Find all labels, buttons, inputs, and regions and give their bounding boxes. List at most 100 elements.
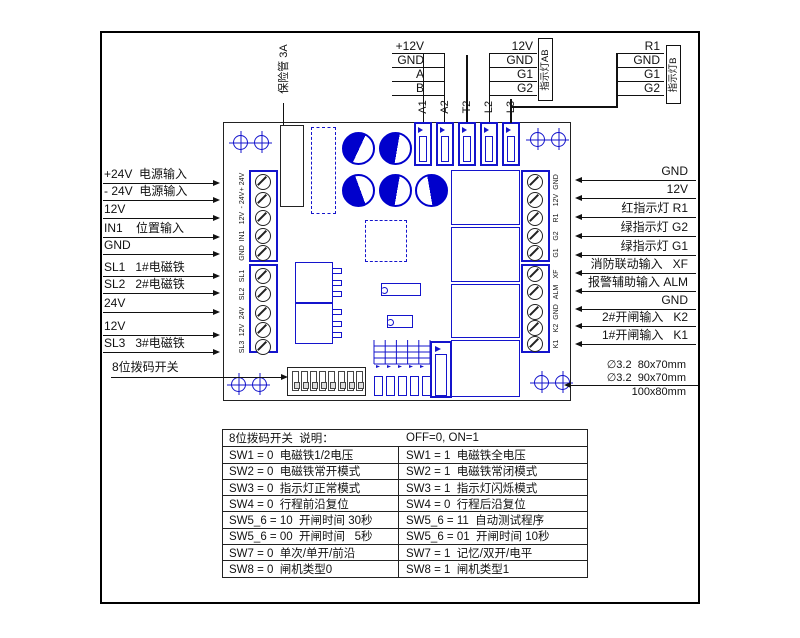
heatsink-tab xyxy=(332,291,342,297)
pointer-line xyxy=(103,215,220,221)
table-row: SW7 = 0 单次/单开/前沿 SW7 = 1 记忆/双开/电平 xyxy=(223,544,587,561)
fuse-holder-outline xyxy=(311,127,336,214)
port-a-pin: GND xyxy=(397,53,424,67)
left-label: 24V xyxy=(104,296,126,310)
table-row: SW2 = 0 电磁铁常开模式 SW2 = 1 电磁铁常闭模式 xyxy=(223,462,587,479)
dimension-leader-line xyxy=(564,382,698,388)
left-label: 12V xyxy=(104,202,126,216)
dimension-label: ∅3.2 90x70mm xyxy=(606,372,686,384)
wire-line xyxy=(444,53,445,122)
terminal-screw xyxy=(255,245,271,261)
wire-line xyxy=(392,95,445,96)
heatsink-tab xyxy=(332,332,342,338)
right-label: GND xyxy=(661,293,688,307)
mounting-hole xyxy=(233,135,248,150)
capacitor xyxy=(342,132,375,165)
wire-line xyxy=(392,67,445,68)
dip-switch-table: 8位拨码开关 说明： OFF=0, ON=1 SW1 = 0 电磁铁1/2电压 … xyxy=(222,429,588,578)
dip-switch-label: 8位拨码开关 xyxy=(112,360,179,374)
terminal-screw xyxy=(527,210,543,226)
right-label: 12V xyxy=(666,182,688,196)
wire-line xyxy=(466,55,468,122)
port-a-pin: +12V xyxy=(395,39,424,53)
mounting-hole xyxy=(530,132,545,147)
table-cell: SW7 = 1 记忆/双开/电平 xyxy=(406,547,533,560)
table-cell: SW5_6 = 00 开闸时间 5秒 xyxy=(223,528,399,545)
wire-line xyxy=(617,53,664,54)
led-ab-box xyxy=(538,38,553,101)
table-header-cell: OFF=0, ON=1 xyxy=(406,432,479,445)
table-row: SW3 = 0 指示灯正常模式 SW3 = 1 指示灯闪烁模式 xyxy=(223,478,587,496)
pointer-line xyxy=(111,374,288,380)
pin-header-grid xyxy=(373,340,431,368)
right-label: 2#开闸输入 K2 xyxy=(601,310,688,324)
connector-a1 xyxy=(414,122,432,166)
left-label: - 24V 电源输入 xyxy=(104,184,188,198)
led-b-pin: G1 xyxy=(643,67,660,81)
led-b-pin: GND xyxy=(633,53,660,67)
pin-label: K1 xyxy=(553,339,560,349)
left-label: SL1 1#电磁铁 xyxy=(104,260,185,274)
connector-l2 xyxy=(480,122,498,166)
left-label: 12V xyxy=(104,319,126,333)
pointer-line xyxy=(103,180,220,186)
terminal-screw xyxy=(527,284,543,300)
pointer-line xyxy=(575,195,696,201)
left-label: GND xyxy=(104,238,131,252)
component-pad xyxy=(398,376,407,396)
pointer-line xyxy=(575,288,696,294)
fuse-leader-line xyxy=(283,103,284,125)
table-cell: SW8 = 1 闸机类型1 xyxy=(406,564,510,577)
fuse-component xyxy=(280,125,304,207)
terminal-screw xyxy=(527,304,543,320)
capacitor xyxy=(379,132,412,165)
dip-switch-position xyxy=(347,371,355,391)
relay xyxy=(451,284,520,338)
pointer-line xyxy=(103,332,220,338)
terminal-screw xyxy=(255,268,271,284)
ic-chip xyxy=(387,315,413,328)
terminal-screw xyxy=(255,305,271,321)
terminal-screw xyxy=(255,228,271,244)
pointer-line xyxy=(103,273,220,279)
transformer-outline xyxy=(365,220,407,262)
table-cell: SW4 = 0 行程后沿复位 xyxy=(406,498,526,511)
pointer-line xyxy=(575,270,696,276)
connector-a2 xyxy=(436,122,454,166)
dimension-label: ∅3.2 80x70mm xyxy=(606,359,686,371)
table-cell: SW3 = 1 指示灯闪烁模式 xyxy=(406,482,538,495)
relay xyxy=(451,227,520,282)
pointer-line xyxy=(575,306,696,312)
pointer-line xyxy=(103,234,220,240)
heatsink-tab xyxy=(332,321,342,327)
ic-chip xyxy=(381,283,421,296)
pointer-line xyxy=(103,309,220,315)
right-label: 绿指示灯 G1 xyxy=(620,239,688,253)
right-label: 消防联动输入 XF xyxy=(590,257,688,271)
connector-label-a2: A2 xyxy=(439,100,451,114)
table-cell: SW2 = 0 电磁铁常开模式 xyxy=(223,463,399,479)
pointer-line xyxy=(575,252,696,258)
terminal-screw xyxy=(255,339,271,355)
dip-switch-position xyxy=(328,371,336,391)
terminal-screw xyxy=(255,210,271,226)
pointer-line xyxy=(103,197,220,203)
left-label: +24V 电源输入 xyxy=(104,167,188,181)
heatsink-component xyxy=(295,262,333,303)
table-row: SW5_6 = 10 开闸时间 30秒 SW5_6 = 11 自动测试程序 xyxy=(223,511,587,528)
led-ab-box-label: 指示灯AB xyxy=(540,49,551,91)
wire-line xyxy=(392,81,445,82)
relay xyxy=(451,340,520,397)
terminal-screw xyxy=(255,174,271,190)
heatsink-tab xyxy=(332,280,342,286)
fuse-label: 保险管 3A xyxy=(278,44,290,94)
connector-t2 xyxy=(458,122,476,166)
right-label: 报警辅助输入 ALM xyxy=(587,275,688,289)
table-row: SW8 = 0 闸机类型0 SW8 = 1 闸机类型1 xyxy=(223,560,587,577)
relay xyxy=(451,170,520,225)
wire-line xyxy=(617,67,664,68)
terminal-screw xyxy=(527,336,543,352)
right-label: 1#开闸输入 K1 xyxy=(601,328,688,342)
heatsink-tab xyxy=(332,268,342,274)
table-header-row: 8位拨码开关 说明： OFF=0, ON=1 xyxy=(223,430,587,446)
